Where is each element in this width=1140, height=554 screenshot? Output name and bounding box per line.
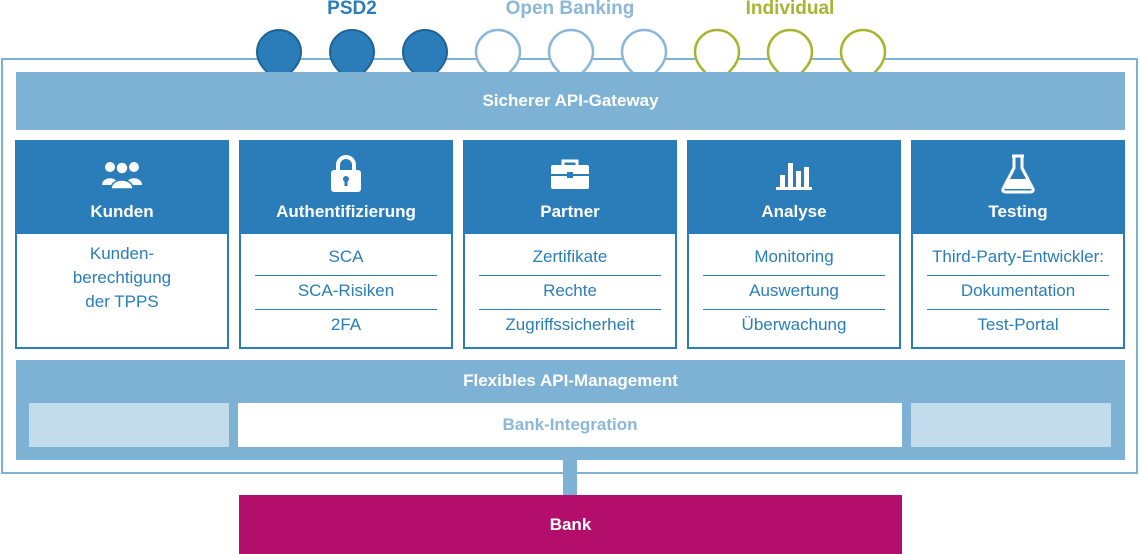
module-item: Zertifikate (479, 242, 661, 276)
module-items: Zertifikate Rechte Zugriffssicherheit (465, 234, 675, 344)
module-item: 2FA (330, 315, 362, 334)
left-placeholder-block (29, 403, 229, 447)
module-title: Kunden (90, 202, 154, 221)
briefcase-icon (550, 156, 590, 192)
module-header: Partner (465, 142, 675, 234)
module-item: SCA (255, 242, 437, 276)
module-authentifizierung: Authentifizierung SCA SCA-Risiken 2FA (239, 140, 453, 349)
bank-integration-label: Bank-Integration (502, 415, 638, 434)
module-title: Authentifizierung (276, 202, 416, 221)
module-item: Zugriffssicherheit (505, 315, 635, 334)
api-management-label: Flexibles API-Management (463, 371, 678, 390)
module-header: Analyse (689, 142, 899, 234)
category-label-open-banking: Open Banking (505, 0, 635, 19)
module-partner: Partner Zertifikate Rechte Zugriffssiche… (463, 140, 677, 349)
users-icon (101, 156, 143, 192)
module-header: Testing (913, 142, 1123, 234)
module-item: Monitoring (703, 242, 885, 276)
bank-label: Bank (549, 514, 592, 534)
api-management-bar: Flexibles API-Management Bank-Integratio… (16, 360, 1125, 460)
bar-chart-icon (774, 156, 814, 192)
lock-icon (329, 155, 363, 192)
module-testing: Testing Third-Party-Entwickler: Dokument… (911, 140, 1125, 349)
api-gateway-label: Sicherer API-Gateway (482, 91, 659, 110)
module-items: Third-Party-Entwickler: Dokumentation Te… (913, 234, 1123, 344)
module-title: Testing (988, 202, 1048, 221)
module-item: SCA-Risiken (255, 276, 437, 310)
module-items: Monitoring Auswertung Überwachung (689, 234, 899, 344)
module-kunden: Kunden Kunden- berechtigung der TPPS (15, 140, 229, 349)
module-analyse: Analyse Monitoring Auswertung Überwachun… (687, 140, 901, 349)
category-label-individual: Individual (745, 0, 835, 19)
module-item: Auswertung (703, 276, 885, 310)
module-header: Kunden (17, 142, 227, 234)
module-item: Test-Portal (977, 315, 1059, 334)
module-items: Kunden- berechtigung der TPPS (17, 234, 227, 314)
category-label-psd2: PSD2 (327, 0, 377, 19)
api-gateway-bar: Sicherer API-Gateway (16, 72, 1125, 130)
flask-icon (1000, 154, 1036, 194)
module-item: Kunden- berechtigung der TPPS (72, 244, 172, 311)
module-item: Third-Party-Entwickler: (927, 242, 1109, 276)
bank-connector (563, 460, 577, 496)
module-item: Überwachung (741, 315, 847, 334)
right-placeholder-block (911, 403, 1111, 447)
module-items: SCA SCA-Risiken 2FA (241, 234, 451, 344)
module-header: Authentifizierung (241, 142, 451, 234)
bank-block: Bank (239, 495, 902, 554)
module-item: Rechte (479, 276, 661, 310)
module-title: Analyse (761, 202, 827, 221)
module-item: Dokumentation (927, 276, 1109, 310)
module-title: Partner (540, 202, 600, 221)
bank-integration-block: Bank-Integration (238, 403, 902, 447)
